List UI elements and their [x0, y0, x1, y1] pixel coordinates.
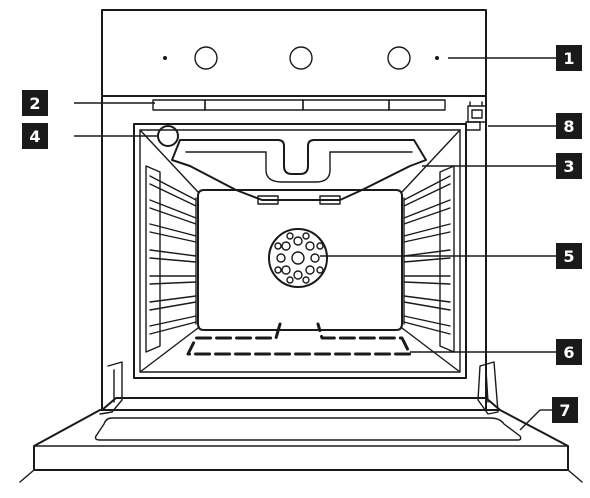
callout-1-label: 1 — [563, 49, 574, 68]
callout-5: 5 — [556, 243, 582, 269]
callout-4-label: 4 — [29, 127, 40, 146]
callout-7: 7 — [540, 397, 578, 423]
door-switch — [465, 101, 487, 131]
callout-2-label: 2 — [29, 94, 40, 113]
callout-7-label: 7 — [559, 401, 570, 420]
leader-lines — [74, 57, 556, 431]
knob-left — [194, 46, 218, 70]
door-hinge-left — [99, 361, 123, 415]
callout-8: 8 — [556, 113, 582, 139]
oven-lamp — [157, 125, 179, 147]
callout-2: 2 — [22, 90, 48, 116]
oven-cavity — [133, 123, 467, 379]
callout-4: 4 — [22, 123, 48, 149]
oven-door — [19, 397, 583, 483]
top-heating-element — [171, 139, 427, 205]
control-panel — [101, 9, 487, 97]
callout-3-label: 3 — [563, 157, 574, 176]
oven-body — [101, 95, 487, 411]
fan-cover — [268, 228, 328, 288]
shelf-supports-right — [403, 165, 455, 353]
leader-7 — [519, 409, 541, 431]
control-panel-dot-left — [163, 56, 167, 60]
callout-8-label: 8 — [563, 117, 574, 136]
callout-1: 1 — [556, 45, 582, 71]
callout-6-label: 6 — [563, 343, 574, 362]
knob-right — [387, 46, 411, 70]
bottom-heating-element — [186, 322, 412, 356]
knob-middle — [289, 46, 313, 70]
callout-3: 3 — [556, 153, 582, 179]
cooling-vents — [152, 99, 446, 111]
control-panel-dot-right — [435, 56, 439, 60]
shelf-supports-left — [145, 165, 197, 353]
callout-5-label: 5 — [563, 247, 574, 266]
callout-6: 6 — [556, 339, 582, 365]
door-hinge-right — [477, 361, 499, 415]
